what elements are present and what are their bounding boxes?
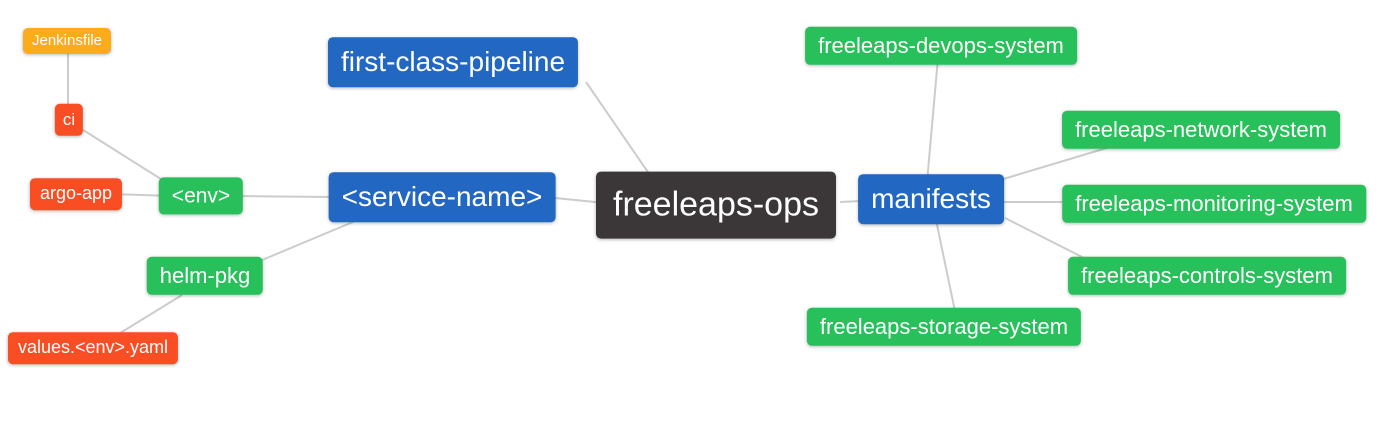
edge-manifests--freeleaps-devops-system <box>926 57 939 183</box>
node-helm-pkg[interactable]: helm-pkg <box>146 256 264 296</box>
node-freeleaps-network-system[interactable]: freeleaps-network-system <box>1062 110 1340 150</box>
node-values-env-yaml[interactable]: values.<env>.yaml <box>7 332 179 364</box>
node-freeleaps-controls-system[interactable]: freeleaps-controls-system <box>1068 256 1346 296</box>
node-service-name[interactable]: <service-name> <box>328 172 556 222</box>
node-freeleaps-devops-system[interactable]: freeleaps-devops-system <box>805 26 1077 66</box>
node-jenkinsfile[interactable]: Jenkinsfile <box>22 28 112 54</box>
edge-manifests--freeleaps-storage-system <box>935 219 957 317</box>
node-freeleaps-monitoring-system[interactable]: freeleaps-monitoring-system <box>1062 184 1366 224</box>
node-freeleaps-ops[interactable]: freeleaps-ops <box>595 171 837 239</box>
node-env[interactable]: <env> <box>158 177 244 215</box>
node-freeleaps-storage-system[interactable]: freeleaps-storage-system <box>806 307 1082 347</box>
edge-helm-pkg--service-name <box>254 213 373 264</box>
edge-env--service-name <box>234 195 331 198</box>
edge-manifests--freeleaps-network-system <box>999 143 1121 181</box>
node-argo-app[interactable]: argo-app <box>29 178 123 210</box>
edge-first-class-pipeline--freeleaps-ops <box>585 81 653 179</box>
node-ci[interactable]: ci <box>54 103 84 137</box>
edge-ci--env <box>79 127 173 187</box>
edge-values-env-yaml--helm-pkg <box>111 294 183 339</box>
node-first-class-pipeline[interactable]: first-class-pipeline <box>327 37 579 87</box>
edge-manifests--freeleaps-controls-system <box>1004 217 1093 263</box>
node-manifests[interactable]: manifests <box>858 174 1004 224</box>
